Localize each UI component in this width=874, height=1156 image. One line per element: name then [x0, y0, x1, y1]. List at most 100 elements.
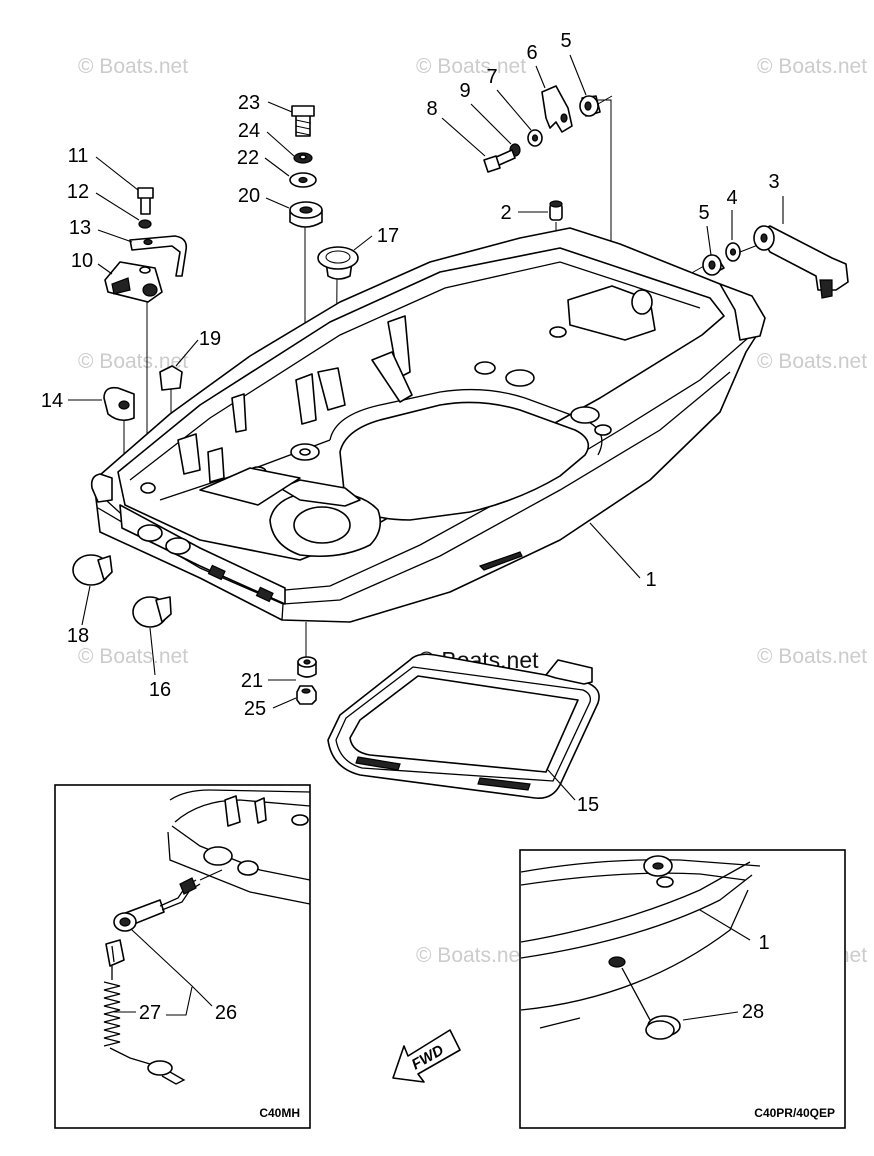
label-7: 7 — [486, 66, 497, 88]
upright-bracket — [207, 447, 225, 483]
watermark: © Boats.net — [416, 55, 526, 78]
mount-hole — [299, 448, 311, 456]
plug-18 — [72, 554, 113, 586]
washer-12 — [138, 219, 152, 229]
seal-inner — [349, 675, 579, 773]
bolt-11 — [137, 187, 154, 215]
upright-bracket — [317, 367, 346, 411]
label-13: 13 — [69, 217, 91, 239]
floor-pad — [199, 467, 301, 506]
nut-25 — [296, 685, 317, 705]
label-22: 22 — [237, 147, 259, 169]
washer-hole — [729, 248, 737, 256]
label-9: 9 — [459, 80, 470, 102]
pin-2 — [549, 200, 563, 221]
clip-10 — [104, 261, 163, 303]
floor-housing-bore — [293, 506, 351, 544]
label-26: 26 — [215, 1002, 237, 1024]
washer-hole — [299, 154, 307, 160]
label-14: 14 — [41, 390, 63, 412]
inset-cowling-side — [520, 855, 761, 1029]
inset-boss — [291, 814, 309, 826]
watermark: © Boats.net — [757, 350, 867, 373]
upright-bracket — [295, 373, 317, 425]
inset-model-label: C40MH — [259, 1106, 300, 1120]
label-4: 4 — [726, 187, 737, 209]
bracket-hole — [143, 238, 153, 246]
label-11: 11 — [68, 145, 89, 167]
leader-1-inset — [699, 909, 751, 941]
leader-28 — [682, 1011, 739, 1021]
label-10: 10 — [71, 250, 93, 272]
inset-socket — [203, 846, 233, 866]
bolt-8 — [483, 149, 516, 173]
label-16: 16 — [149, 679, 171, 701]
inset-boss-hole — [652, 862, 664, 870]
inset-c40mh: 26 27 C40MH — [54, 784, 311, 1129]
grommet-20 — [289, 201, 323, 228]
inset-frame — [54, 784, 311, 1129]
cowling-front-face-edge — [281, 603, 284, 621]
mount-boss — [505, 369, 535, 387]
bracket-hole — [560, 113, 568, 123]
cowling-left-knob — [90, 473, 113, 503]
label-28: 28 — [742, 1001, 764, 1023]
clip-19 — [159, 365, 183, 391]
label-2: 2 — [500, 202, 511, 224]
lanyard-clip — [147, 1060, 173, 1076]
label-24: 24 — [238, 120, 260, 142]
washer-hole — [531, 134, 539, 142]
seal-lip — [477, 777, 531, 791]
inset-rib — [224, 795, 241, 827]
clip-14 — [103, 386, 135, 422]
label-17: 17 — [377, 225, 399, 247]
label-20: 20 — [238, 185, 260, 207]
bracket-13 — [129, 235, 188, 277]
lever-3 — [753, 225, 849, 299]
inset-c40pr-40qep: 28 1 C40PR/40QEP — [519, 849, 846, 1129]
watermark: © Boats.net — [416, 944, 526, 967]
inset-rib — [254, 797, 267, 824]
mount-boss — [140, 482, 156, 494]
upright-bracket — [371, 351, 413, 403]
floor-rib — [279, 479, 361, 507]
upright-bracket — [231, 393, 247, 433]
watermark: © Boats.net — [757, 645, 867, 668]
inset-boss — [656, 876, 674, 888]
inset-frame — [519, 849, 846, 1129]
label-18: 18 — [67, 625, 89, 647]
mount-boss — [474, 361, 496, 375]
label-19: 19 — [199, 328, 221, 350]
watermark: © Boats.net — [78, 55, 188, 78]
grommet-hole — [608, 956, 626, 968]
label-1: 1 — [645, 569, 656, 591]
cowling-inner-wall — [129, 261, 701, 481]
watermark: © Boats.net — [78, 645, 188, 668]
switch-clip — [105, 939, 125, 967]
inset-model-label: C40PR/40QEP — [754, 1106, 835, 1120]
mount-boss — [549, 326, 567, 338]
leader-26 — [131, 929, 213, 1007]
alignment-line — [597, 95, 613, 105]
small-parts — [72, 85, 849, 705]
washer-hole — [298, 176, 308, 184]
seal-lip — [355, 756, 401, 771]
cowling-center-hole — [339, 401, 590, 521]
label-25: 25 — [244, 698, 266, 720]
mount-boss — [594, 424, 612, 436]
bottom-cowling — [90, 227, 766, 623]
inset-socket — [237, 860, 259, 876]
label-23: 23 — [238, 92, 260, 114]
cowling-drain-slot — [478, 551, 523, 571]
label-1-inset: 1 — [758, 932, 769, 954]
leader-27-bracket — [166, 986, 193, 1016]
plug-socket — [137, 524, 163, 542]
fwd-arrow-shape — [392, 1029, 461, 1083]
part-labels: 1 2 3 4 5 5 6 7 8 9 10 11 12 13 14 15 16… — [41, 30, 780, 816]
label-3: 3 — [768, 171, 779, 193]
plug-socket — [165, 537, 191, 555]
label-12: 12 — [67, 181, 89, 203]
grommet-21 — [297, 656, 317, 678]
fwd-arrow: FWD — [392, 1029, 461, 1083]
